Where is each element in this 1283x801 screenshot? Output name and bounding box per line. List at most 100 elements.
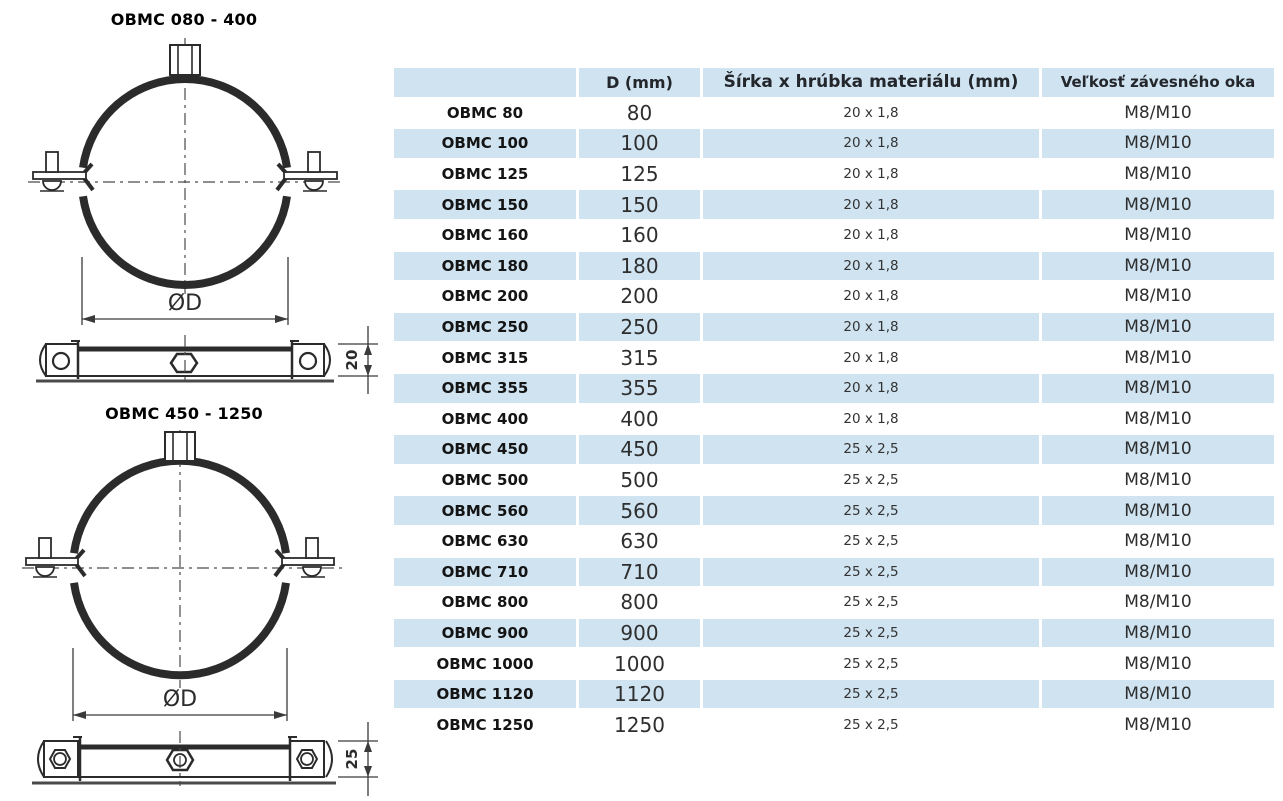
header-eye-size: Veľkosť závesného oka (1042, 68, 1274, 97)
table-row: OBMC 100 100 20 x 1,8 M8/M10 (394, 129, 1274, 158)
cell-material: 25 x 2,5 (703, 435, 1039, 464)
left-lug (25, 537, 87, 578)
table-row: OBMC 80 80 20 x 1,8 M8/M10 (394, 99, 1274, 128)
table-row: OBMC 1000 1000 25 x 2,5 M8/M10 (394, 649, 1274, 678)
table-row: OBMC 400 400 20 x 1,8 M8/M10 (394, 405, 1274, 434)
cell-model: OBMC 710 (394, 557, 576, 587)
clamp-ring-bottom (70, 582, 290, 680)
cell-diameter: 400 (620, 406, 659, 431)
table-row: OBMC 560 560 25 x 2,5 M8/M10 (394, 496, 1274, 525)
header-material: Šírka x hrúbka materiálu (mm) (703, 68, 1039, 97)
cell-diameter: 100 (579, 129, 700, 158)
cell-model: OBMC 400 (441, 409, 529, 428)
table-row: OBMC 500 500 25 x 2,5 M8/M10 (394, 466, 1274, 495)
strip-height-dimension: 25 (338, 722, 378, 796)
clamp-drawing-450-1250: ØD 25 (22, 430, 378, 796)
cell-material: 25 x 2,5 (843, 594, 899, 611)
cell-model: OBMC 180 (394, 251, 576, 281)
cell-material: 20 x 1,8 (703, 129, 1039, 158)
strip-height-dimension: 20 (338, 326, 378, 394)
cell-eye-size: M8/M10 (1042, 679, 1274, 709)
table-header-row: D (mm) Šírka x hrúbka materiálu (mm) Veľ… (394, 68, 1274, 97)
cell-model: OBMC 800 (441, 593, 529, 612)
cell-eye-size: M8/M10 (1124, 102, 1192, 123)
cell-diameter: 1000 (614, 651, 665, 676)
cell-diameter: 150 (579, 190, 700, 219)
cell-model: OBMC 1250 (436, 715, 534, 734)
cell-diameter: 355 (579, 373, 700, 403)
cell-eye-size: M8/M10 (1042, 618, 1274, 648)
table-body: OBMC 80 80 20 x 1,8 M8/M10 OBMC 100 100 … (394, 99, 1274, 739)
strip-side-view (32, 731, 336, 786)
cell-model: OBMC 900 (394, 618, 576, 648)
cell-eye-size: M8/M10 (1124, 286, 1192, 307)
cell-material: 25 x 2,5 (703, 557, 1039, 587)
table-row: OBMC 1120 1120 25 x 2,5 M8/M10 (394, 679, 1274, 709)
cell-model: OBMC 250 (394, 312, 576, 342)
header-d-mm: D (mm) (579, 68, 700, 97)
cell-material: 20 x 1,8 (843, 227, 899, 244)
table-row: OBMC 200 200 20 x 1,8 M8/M10 (394, 282, 1274, 311)
cell-diameter: 250 (579, 312, 700, 342)
diagram-2-title: OBMC 450 - 1250 (105, 404, 263, 423)
table-row: OBMC 150 150 20 x 1,8 M8/M10 (394, 190, 1274, 219)
cell-material: 20 x 1,8 (703, 190, 1039, 219)
cell-model: OBMC 125 (441, 165, 529, 184)
strip-side-view (36, 335, 334, 384)
cell-eye-size: M8/M10 (1124, 653, 1192, 674)
cell-eye-size: M8/M10 (1124, 164, 1192, 185)
center-nut (169, 352, 199, 374)
table-row: OBMC 1250 1250 25 x 2,5 M8/M10 (394, 710, 1274, 739)
strip-height-label: 20 (343, 350, 361, 371)
cell-material: 20 x 1,8 (843, 349, 899, 366)
clamp-drawing-080-400: ØD 20 (28, 38, 378, 394)
header-model (394, 68, 576, 97)
cell-model: OBMC 100 (394, 129, 576, 158)
cell-eye-size: M8/M10 (1042, 435, 1274, 464)
cell-eye-size: M8/M10 (1124, 225, 1192, 246)
cell-material: 25 x 2,5 (703, 618, 1039, 648)
cell-material: 20 x 1,8 (843, 410, 899, 427)
table-row: OBMC 630 630 25 x 2,5 M8/M10 (394, 527, 1274, 556)
cell-eye-size: M8/M10 (1124, 408, 1192, 429)
table-row: OBMC 160 160 20 x 1,8 M8/M10 (394, 221, 1274, 250)
top-bolt (169, 44, 201, 76)
cell-diameter: 160 (620, 223, 659, 248)
cell-eye-size: M8/M10 (1042, 496, 1274, 525)
table-row: OBMC 125 125 20 x 1,8 M8/M10 (394, 160, 1274, 189)
cell-eye-size: M8/M10 (1124, 347, 1192, 368)
cell-model: OBMC 630 (441, 532, 529, 551)
cell-material: 25 x 2,5 (843, 533, 899, 550)
diameter-label: ØD (168, 291, 202, 316)
table-row: OBMC 315 315 20 x 1,8 M8/M10 (394, 343, 1274, 372)
cell-diameter: 125 (620, 162, 659, 187)
cell-diameter: 710 (579, 557, 700, 587)
cell-diameter: 800 (620, 590, 659, 615)
left-lug (32, 151, 95, 192)
clamp-ring-top (79, 75, 291, 169)
cell-diameter: 80 (626, 100, 653, 125)
cell-material: 20 x 1,8 (843, 104, 899, 121)
diagram-1-title: OBMC 080 - 400 (110, 10, 258, 29)
cell-diameter: 315 (620, 345, 659, 370)
cell-material: 25 x 2,5 (703, 679, 1039, 709)
cell-material: 20 x 1,8 (843, 288, 899, 305)
diameter-dimension: ØD (81, 257, 289, 325)
cell-diameter: 1120 (579, 679, 700, 709)
table-row: OBMC 355 355 20 x 1,8 M8/M10 (394, 373, 1274, 403)
cell-eye-size: M8/M10 (1124, 531, 1192, 552)
cell-model: OBMC 200 (441, 287, 529, 306)
cell-eye-size: M8/M10 (1124, 714, 1192, 735)
cell-eye-size: M8/M10 (1042, 251, 1274, 281)
cell-model: OBMC 355 (394, 373, 576, 403)
top-bolt (164, 431, 196, 462)
cell-diameter: 180 (579, 251, 700, 281)
table-row: OBMC 450 450 25 x 2,5 M8/M10 (394, 435, 1274, 464)
cell-material: 25 x 2,5 (843, 716, 899, 733)
cell-material: 25 x 2,5 (843, 655, 899, 672)
cell-diameter: 630 (620, 529, 659, 554)
cell-model: OBMC 1000 (436, 654, 534, 673)
cell-eye-size: M8/M10 (1042, 557, 1274, 587)
cell-eye-size: M8/M10 (1042, 312, 1274, 342)
